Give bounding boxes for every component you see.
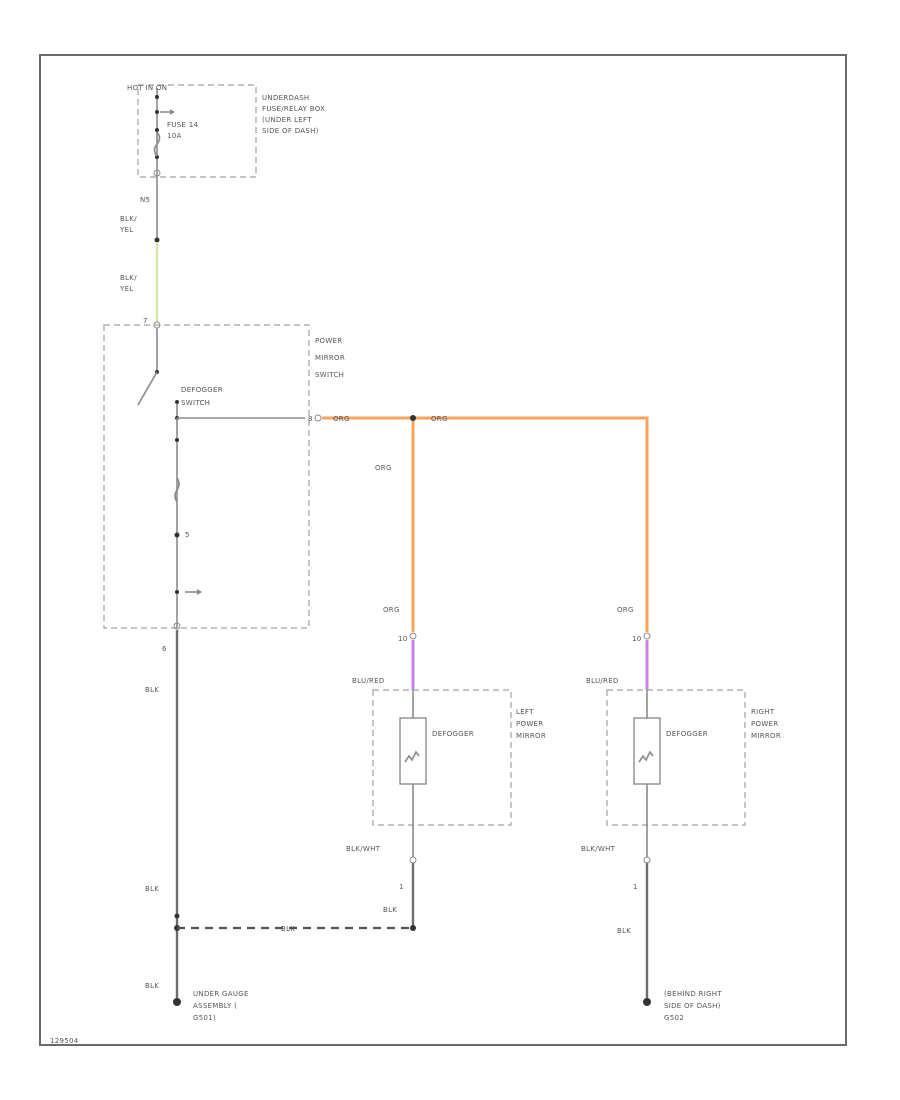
right-power-mirror-outline [606,689,746,826]
org-splice-dot [410,415,416,421]
fuse-symbol [153,131,161,157]
left-mirror-ground-connector [409,856,417,864]
ground-right-dot [643,998,651,1006]
defogger-switch-label: SWITCH [181,399,210,407]
connector-dot [154,237,160,243]
right-mirror-ground-connector [643,856,651,864]
defogger-switch-blade [137,371,158,406]
ground-splice-dot [410,925,416,931]
wire-color-label: BLU/RED [586,677,619,685]
defogger-switch-label: DEFOGGER [181,386,223,394]
ground-location-label: G501) [193,1014,216,1022]
wire-color-label: BLK [617,927,631,935]
pin-label: 10 [398,635,408,643]
fuse-box-location-label: SIDE OF DASH) [262,127,319,135]
hot-in-on-label: HOT IN ON [127,84,167,92]
wire-color-label: ORG [617,606,634,614]
hot-bus-dot [155,95,159,99]
wire-color-label: BLK/ [120,274,137,282]
mirror-title-label: RIGHT [751,708,775,716]
wire-color-label: BLK/ [120,215,137,223]
fuse-box-location-label: FUSE/RELAY BOX [262,105,325,113]
figure-id-label: 129504 [50,1037,79,1045]
resistor-symbol [174,477,180,503]
org-main-wire [322,416,649,632]
wire-color-label: BLK/WHT [346,845,381,853]
pin-label: N5 [140,196,150,204]
switch-title-label: SWITCH [315,371,344,379]
wire-color-label: YEL [119,285,134,293]
pin-label: 1 [399,883,404,891]
right-heater-symbol [638,750,654,763]
switch-title-label: MIRROR [315,354,345,362]
wire-color-label: BLK [281,925,295,933]
switch-output-connector [314,414,322,422]
diagram-frame [39,54,847,1046]
left-defogger-element [399,717,427,785]
ground-node-dot [174,913,180,919]
right-defogger-element [633,717,661,785]
ground-location-label: UNDER GAUGE [193,990,249,998]
power-mirror-switch-outline [103,324,310,629]
pin-label: 10 [632,635,642,643]
switch-node-dot [175,438,179,442]
left-heater-symbol [404,750,420,763]
pin-label: 1 [633,883,638,891]
pin-label: 6 [162,645,167,653]
wire-color-label: BLU/RED [352,677,385,685]
ground-left-dot [173,998,181,1006]
ground-location-label: (BEHIND RIGHT [664,990,722,998]
fuse-amp-label: 10A [167,132,182,140]
fuse-box-location-label: (UNDER LEFT [262,116,312,124]
wire-color-label: ORG [383,606,400,614]
defogger-label: DEFOGGER [666,730,708,738]
fuse-number-label: FUSE 14 [167,121,198,129]
wire-color-label: BLK [145,686,159,694]
switch-node-dot [175,590,179,594]
fuse-box-connector [153,169,161,177]
right-mirror-input-connector [643,632,651,640]
mirror-title-label: MIRROR [751,732,781,740]
switch-ground-connector [173,622,181,630]
wire-color-label: BLK [145,982,159,990]
pin-label: 5 [185,531,190,539]
switch-contact-dot [175,400,179,404]
wire-color-label: BLK [383,906,397,914]
switch-title-label: POWER [315,337,342,345]
wire-color-label: ORG [375,464,392,472]
fuse-branch-arrow [170,109,175,115]
fuse-node-dot [155,110,159,114]
switch-node-dot [174,532,180,538]
left-mirror-input-connector [409,632,417,640]
fuse-box-location-label: UNDERDASH [262,94,310,102]
mirror-title-label: POWER [751,720,778,728]
pin-label: 8 [308,415,313,423]
mirror-title-label: POWER [516,720,543,728]
switch-branch-arrow [197,589,202,595]
pin-label: 7 [143,317,148,325]
ground-location-label: G502 [664,1014,684,1022]
left-power-mirror-outline [372,689,512,826]
mirror-title-label: LEFT [516,708,534,716]
wire-color-label: BLK [145,885,159,893]
fuse-box-outline [137,84,257,178]
defogger-label: DEFOGGER [432,730,474,738]
mirror-title-label: MIRROR [516,732,546,740]
wire-color-label: YEL [119,226,134,234]
wire-color-label: ORG [333,415,350,423]
fuse-top-dot [155,128,159,132]
ground-location-label: ASSEMBLY ( [193,1002,237,1010]
wire-color-label: BLK/WHT [581,845,616,853]
wire-color-label: ORG [431,415,448,423]
ground-location-label: SIDE OF DASH) [664,1002,721,1010]
